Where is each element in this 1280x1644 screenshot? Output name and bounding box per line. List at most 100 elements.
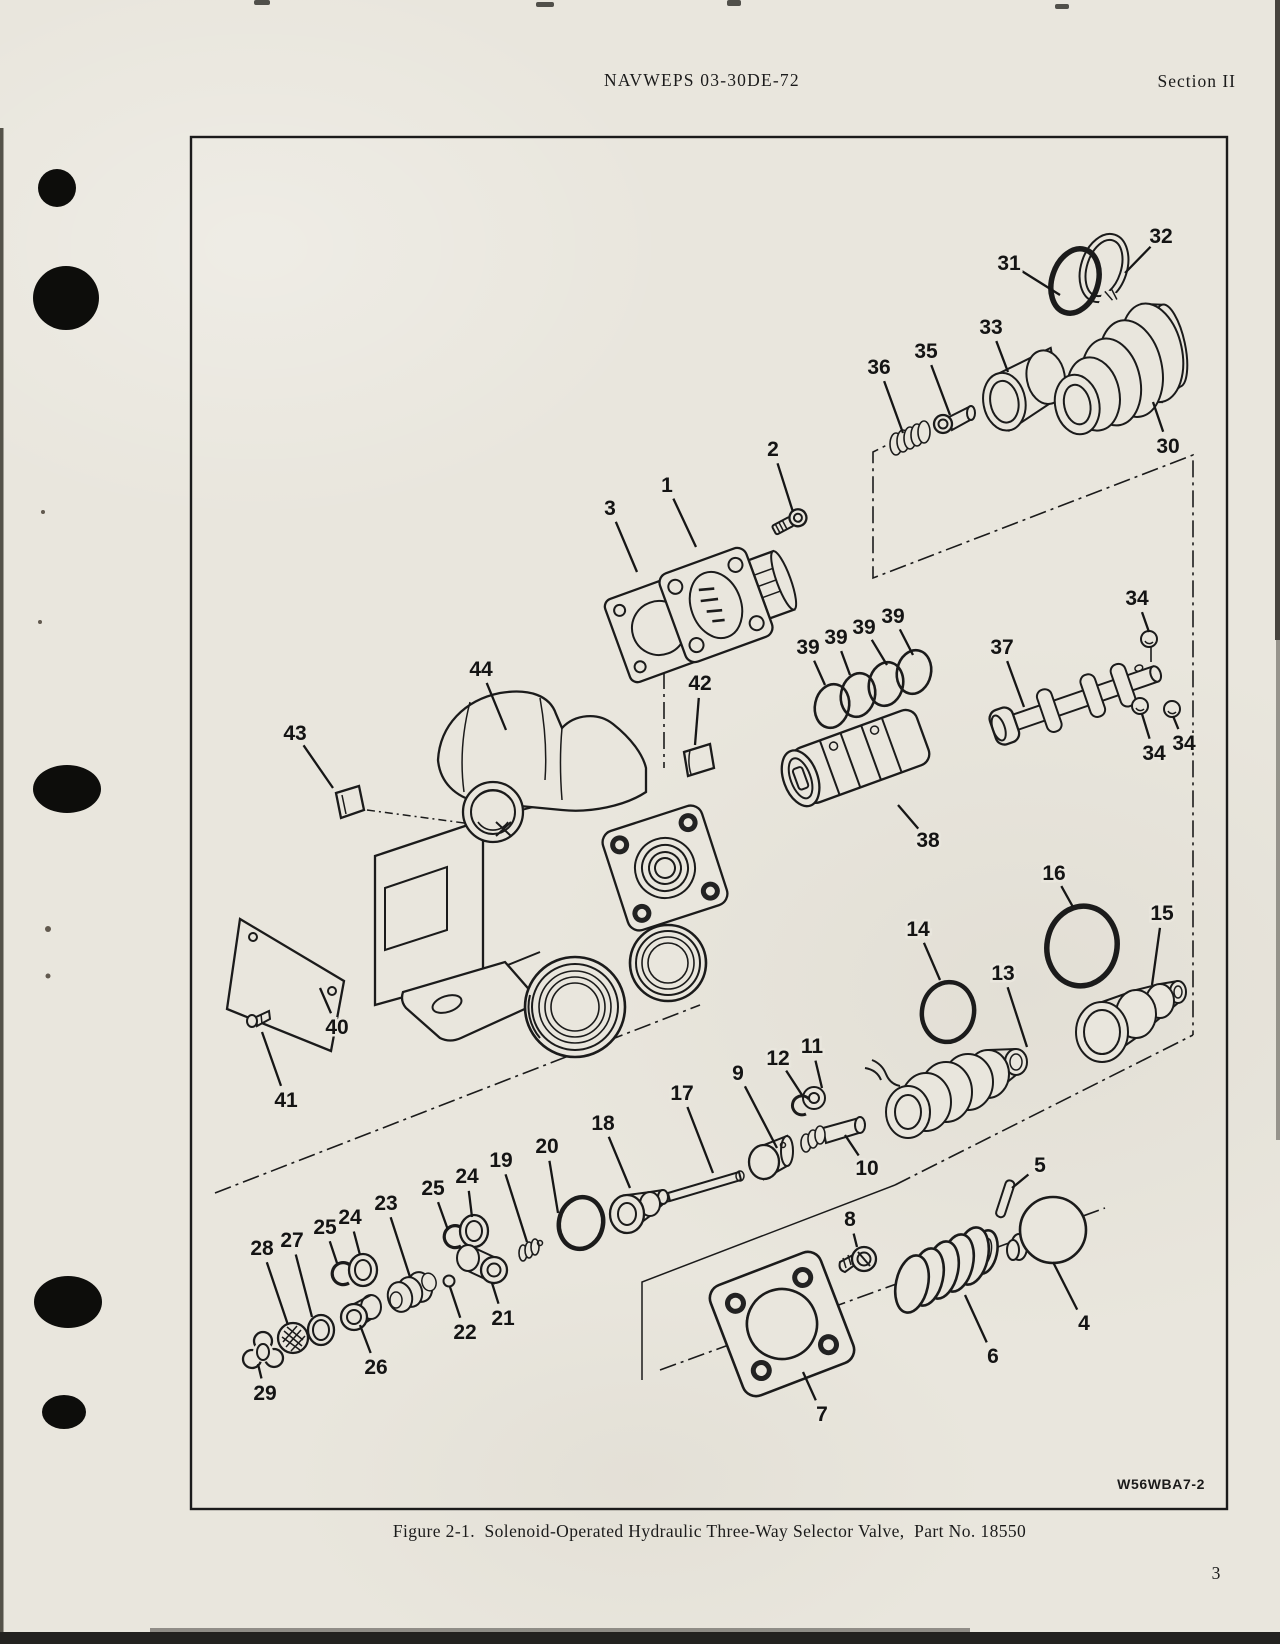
leader-line-17 xyxy=(686,1106,715,1174)
part-bushing-21 xyxy=(456,1243,509,1285)
callout-25: 25 xyxy=(421,1177,445,1200)
leader-line-40 xyxy=(318,987,333,1014)
callout-44: 44 xyxy=(469,658,493,681)
part-spring-36 xyxy=(889,420,931,456)
leader-line-19 xyxy=(504,1173,529,1243)
part-valve-core-13 xyxy=(864,1048,1028,1139)
port-rear xyxy=(628,923,708,1003)
callout-33: 33 xyxy=(979,316,1002,339)
leader-line-34 xyxy=(1140,713,1151,740)
part-pin-5 xyxy=(995,1179,1016,1219)
leader-line-38 xyxy=(897,804,920,830)
callout-22: 22 xyxy=(453,1321,476,1344)
callout-25: 25 xyxy=(313,1216,337,1239)
leader-line-29 xyxy=(256,1363,263,1379)
callout-29: 29 xyxy=(253,1382,276,1405)
leader-line-39 xyxy=(813,660,827,686)
leader-line-44 xyxy=(485,682,508,731)
callout-8: 8 xyxy=(844,1208,856,1231)
callout-15: 15 xyxy=(1150,902,1174,925)
leader-line-42 xyxy=(693,697,700,746)
part-spool-38 xyxy=(780,708,931,808)
leader-line-23 xyxy=(389,1216,412,1278)
figure-caption: Figure 2-1. Solenoid-Operated Hydraulic … xyxy=(392,1521,1027,1541)
leader-line-9 xyxy=(743,1085,779,1149)
part-sleeve-33 xyxy=(982,346,1067,432)
callout-17: 17 xyxy=(670,1082,693,1105)
callout-24: 24 xyxy=(455,1165,479,1188)
part-snapring-32 xyxy=(1078,232,1130,312)
scan-edge-bottom xyxy=(0,1632,1280,1644)
leader-line-39 xyxy=(840,650,852,676)
leader-line-24 xyxy=(467,1190,474,1218)
leader-line-20 xyxy=(548,1160,560,1214)
callout-37: 37 xyxy=(990,636,1013,659)
callout-12: 12 xyxy=(766,1047,789,1070)
part-pin-10 xyxy=(800,1116,866,1153)
leader-line-15 xyxy=(1150,927,1162,986)
document-number: NAVWEPS 03-30DE-72 xyxy=(604,70,800,90)
part-poppet-18 xyxy=(608,1189,669,1235)
callout-13: 13 xyxy=(991,962,1014,985)
callout-10: 10 xyxy=(855,1157,878,1180)
part-poppet-15 xyxy=(1075,980,1187,1063)
callout-20: 20 xyxy=(535,1135,558,1158)
callout-41: 41 xyxy=(274,1089,298,1112)
callout-26: 26 xyxy=(364,1356,387,1379)
part-spool-23 xyxy=(386,1271,437,1313)
callout-layer: 1234567891011121314151617181920212223242… xyxy=(248,223,1199,1429)
callout-30: 30 xyxy=(1156,435,1179,458)
part-screw-35 xyxy=(932,405,976,435)
leader-line-8 xyxy=(852,1233,859,1248)
part-ring-24-left xyxy=(347,1252,379,1288)
leader-line-43 xyxy=(302,744,334,789)
callout-34: 34 xyxy=(1125,587,1149,610)
leader-line-11 xyxy=(814,1060,824,1089)
leader-line-39 xyxy=(870,639,888,666)
scan-edge-left xyxy=(0,128,4,1632)
leader-line-3 xyxy=(614,521,639,573)
callout-39: 39 xyxy=(824,626,847,649)
part-cap-4 xyxy=(1006,1195,1088,1265)
scan-edge-right-2 xyxy=(1276,640,1280,1140)
callout-23: 23 xyxy=(374,1192,397,1215)
leader-line-37 xyxy=(1006,660,1026,708)
callout-3: 3 xyxy=(604,497,616,520)
leader-line-26 xyxy=(358,1324,372,1354)
leader-line-7 xyxy=(801,1371,817,1401)
leader-line-27 xyxy=(294,1254,314,1318)
leader-line-22 xyxy=(448,1286,462,1319)
leader-line-21 xyxy=(490,1282,500,1305)
page-number: 3 xyxy=(1211,1563,1221,1583)
callout-1: 1 xyxy=(661,474,673,497)
leader-line-36 xyxy=(883,380,905,434)
leader-line-14 xyxy=(922,942,942,981)
part-bushing-26 xyxy=(339,1294,382,1332)
part-oring-20 xyxy=(556,1194,606,1252)
callout-21: 21 xyxy=(491,1307,515,1330)
part-screw-8 xyxy=(838,1245,878,1274)
callout-19: 19 xyxy=(489,1149,512,1172)
part-screw-41 xyxy=(246,1009,272,1028)
leader-line-24 xyxy=(352,1231,362,1256)
leader-line-25 xyxy=(436,1201,450,1231)
part-washer-11 xyxy=(802,1086,826,1110)
part-balls-34 xyxy=(1131,630,1181,718)
callout-38: 38 xyxy=(916,829,940,852)
part-ring-24-right xyxy=(458,1213,490,1249)
leader-line-18 xyxy=(607,1136,632,1189)
leader-line-16 xyxy=(1060,885,1075,908)
leader-line-12 xyxy=(785,1069,803,1096)
part-ball-22 xyxy=(442,1274,456,1288)
scan-edge-bottom-2 xyxy=(150,1628,970,1634)
part-disc-28 xyxy=(276,1321,310,1355)
callout-7: 7 xyxy=(816,1403,828,1426)
callout-40: 40 xyxy=(325,1016,348,1039)
callout-5: 5 xyxy=(1034,1154,1046,1177)
leader-line-32 xyxy=(1124,245,1152,274)
part-spring-19 xyxy=(518,1238,544,1262)
leader-line-28 xyxy=(265,1261,290,1326)
callout-31: 31 xyxy=(997,252,1021,275)
leader-line-34 xyxy=(1171,715,1180,730)
